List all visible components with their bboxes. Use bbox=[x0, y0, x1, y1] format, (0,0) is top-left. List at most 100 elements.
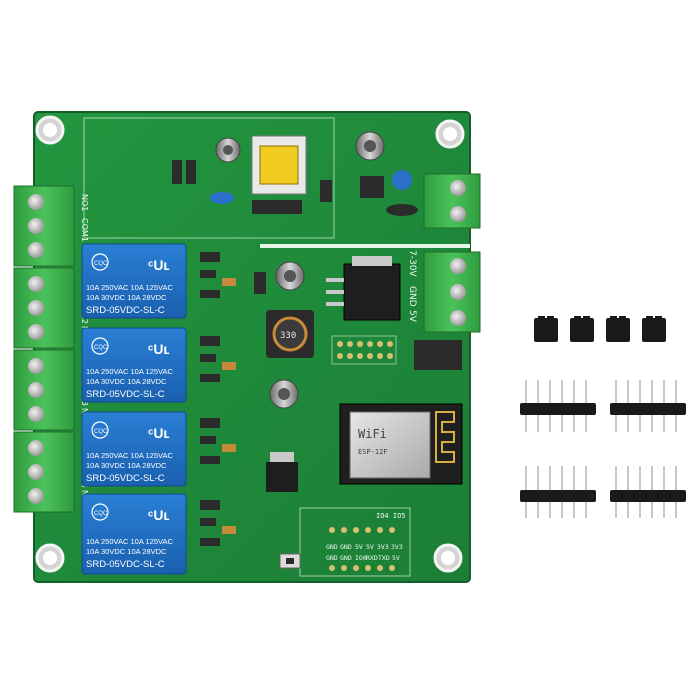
relay-model: SRD-05VDC-SL-C bbox=[86, 559, 165, 570]
screw-icon bbox=[450, 310, 466, 326]
power-label-5v: 5V bbox=[407, 310, 417, 323]
relay-model: SRD-05VDC-SL-C bbox=[86, 305, 165, 316]
wifi-brand: WiFi bbox=[358, 427, 387, 441]
relay-cert-logo: CQC bbox=[94, 345, 108, 351]
jumper-cap-icon bbox=[570, 316, 594, 342]
header-label: GND bbox=[326, 543, 338, 551]
header-row-top bbox=[329, 527, 395, 533]
cqc-logo-icon bbox=[91, 337, 109, 355]
relay-cert-logo: CQC bbox=[94, 261, 108, 267]
screw-icon bbox=[450, 206, 466, 222]
terminal-block bbox=[13, 431, 75, 513]
ceramic-capacitor-icon bbox=[392, 170, 412, 190]
header-label: GND bbox=[340, 543, 352, 551]
ul-logo-icon: ᶜUʟ bbox=[148, 507, 170, 523]
cqc-logo-icon bbox=[91, 503, 109, 521]
relay-rating-dc: 10A 30VDC 10A 28VDC bbox=[86, 293, 167, 302]
relay-rating-ac: 10A 250VAC 10A 125VAC bbox=[86, 283, 173, 292]
relay-3: CQC ᶜUʟ 10A 250VAC 10A 125VAC 10A 30VDC … bbox=[81, 411, 187, 487]
screw-icon bbox=[450, 258, 466, 274]
io-label: IO4 IO5 bbox=[376, 512, 406, 520]
relay-model: SRD-05VDC-SL-C bbox=[86, 473, 165, 484]
screw-icon bbox=[28, 488, 44, 504]
ceramic-capacitor-icon bbox=[210, 192, 234, 204]
header-label: GND bbox=[340, 554, 352, 562]
relay-rating-ac: 10A 250VAC 10A 125VAC bbox=[86, 537, 173, 546]
terminal-block bbox=[13, 267, 75, 349]
relay-rating-dc: 10A 30VDC 10A 28VDC bbox=[86, 461, 167, 470]
power-section bbox=[172, 131, 418, 216]
wifi-model: ESP-12F bbox=[358, 448, 388, 456]
ul-logo-icon: ᶜUʟ bbox=[148, 257, 170, 273]
header-row-bottom bbox=[329, 565, 395, 571]
screw-icon bbox=[28, 218, 44, 234]
inductor-marking: 330 bbox=[280, 331, 296, 341]
ul-logo-icon: ᶜUʟ bbox=[148, 341, 170, 357]
screw-icon bbox=[28, 276, 44, 292]
power-label-input: 7-30V bbox=[407, 250, 417, 277]
relay-1: CQC ᶜUʟ 10A 250VAC 10A 125VAC 10A 30VDC … bbox=[81, 243, 187, 319]
screw-icon bbox=[28, 382, 44, 398]
pin-headers bbox=[520, 380, 686, 518]
screw-icon bbox=[28, 242, 44, 258]
relay-rating-dc: 10A 30VDC 10A 28VDC bbox=[86, 547, 167, 556]
header-label: RXD bbox=[366, 554, 378, 562]
header-label: 3V3 bbox=[391, 543, 403, 551]
relay-2: CQC ᶜUʟ 10A 250VAC 10A 125VAC 10A 30VDC … bbox=[81, 327, 187, 403]
header-pins: IO4 IO5 GND GND 5V 5V 3V3 3V3 GND GND IO… bbox=[279, 512, 406, 571]
header-label: 3V3 bbox=[377, 543, 389, 551]
screw-icon bbox=[450, 284, 466, 300]
voltage-regulator bbox=[326, 256, 401, 321]
cqc-logo-icon bbox=[91, 253, 109, 271]
power-label-gnd: GND bbox=[407, 286, 417, 307]
relay-terminal-blocks bbox=[13, 185, 75, 513]
screw-icon bbox=[28, 440, 44, 456]
screw-icon bbox=[28, 324, 44, 340]
mounting-hole-icon bbox=[433, 543, 463, 573]
antenna-icon bbox=[435, 411, 455, 463]
cqc-logo-icon bbox=[91, 421, 109, 439]
header-label: 5V bbox=[355, 543, 363, 551]
mounting-hole-icon bbox=[35, 115, 65, 145]
wifi-module: WiFi ESP-12F bbox=[339, 403, 463, 485]
relay-rating-dc: 10A 30VDC 10A 28VDC bbox=[86, 377, 167, 386]
pin-header-icon bbox=[520, 466, 596, 518]
pin-header-icon bbox=[610, 466, 686, 518]
terminal-label: COM1 bbox=[80, 218, 89, 242]
pin-header-icon bbox=[520, 380, 596, 432]
io-pin-area bbox=[331, 335, 462, 370]
screw-icon bbox=[28, 358, 44, 374]
terminal-block bbox=[13, 349, 75, 431]
header-label: IO0 bbox=[355, 554, 367, 562]
jumper-cap-icon bbox=[606, 316, 630, 342]
power-labels: 7-30V GND 5V bbox=[407, 250, 417, 323]
header-label: GND bbox=[326, 554, 338, 562]
screw-icon bbox=[28, 194, 44, 210]
jumper-caps bbox=[534, 316, 666, 342]
mounting-hole-icon bbox=[35, 543, 65, 573]
relay-cert-logo: CQC bbox=[94, 429, 108, 435]
power-input-terminal bbox=[423, 173, 481, 229]
mounting-hole-icon bbox=[435, 119, 465, 149]
screw-icon bbox=[28, 406, 44, 422]
header-label: 5V bbox=[366, 543, 374, 551]
relay-rating-ac: 10A 250VAC 10A 125VAC bbox=[86, 367, 173, 376]
ul-logo-icon: ᶜUʟ bbox=[148, 425, 170, 441]
terminal-label: NO1 bbox=[80, 194, 89, 211]
screw-icon bbox=[450, 180, 466, 196]
relay-cert-logo: CQC bbox=[94, 511, 108, 517]
header-label: 5V bbox=[392, 554, 400, 562]
driver-components bbox=[200, 252, 236, 546]
pin-header-icon bbox=[610, 380, 686, 432]
jumper-cap-icon bbox=[642, 316, 666, 342]
relay-rating-ac: 10A 250VAC 10A 125VAC bbox=[86, 451, 173, 460]
header-label: TXD bbox=[378, 554, 390, 562]
screw-icon bbox=[28, 300, 44, 316]
relay-4: CQC ᶜUʟ 10A 250VAC 10A 125VAC 10A 30VDC … bbox=[81, 493, 187, 575]
dc-input-terminal bbox=[423, 251, 481, 333]
jumper-cap-icon bbox=[534, 316, 558, 342]
screw-icon bbox=[28, 464, 44, 480]
terminal-block bbox=[13, 185, 75, 267]
relay-model: SRD-05VDC-SL-C bbox=[86, 389, 165, 400]
